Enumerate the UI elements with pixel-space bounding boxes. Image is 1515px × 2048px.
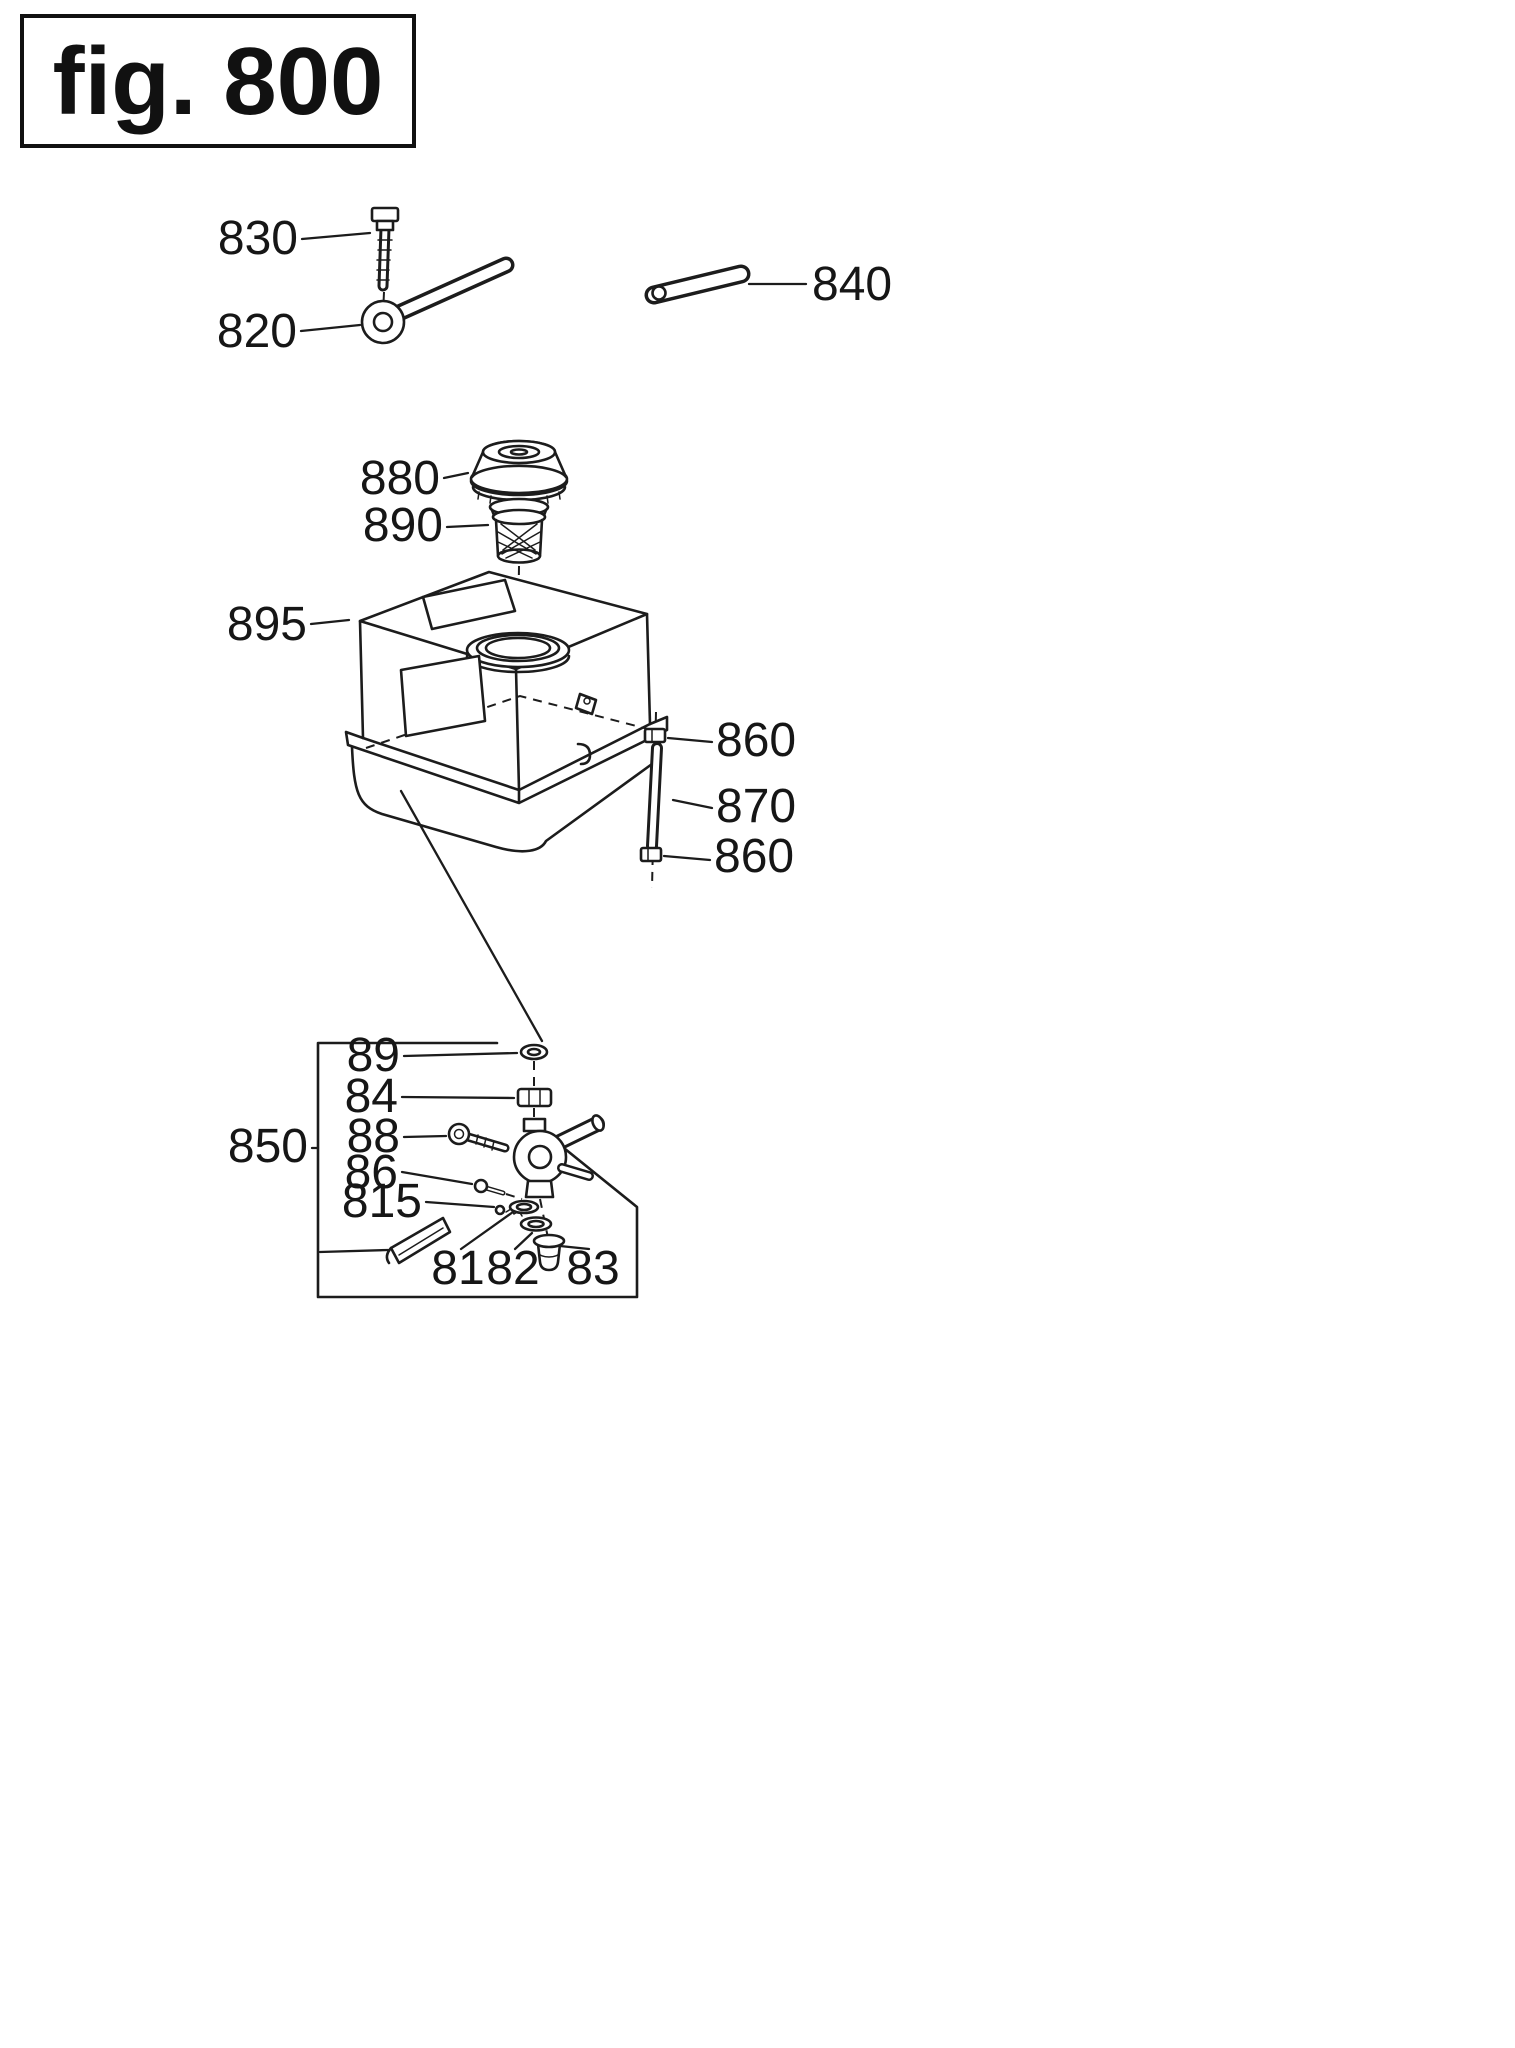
part-callout-815: 815 (342, 1175, 422, 1228)
part-art-890-fuel-strainer (445, 497, 550, 631)
group-850-outline-box (316, 1041, 639, 1299)
tank-to-cock-pointer-line (399, 789, 544, 1043)
part-callout-870: 870 (716, 780, 796, 833)
part-callout-880: 880 (360, 452, 440, 505)
part-callout-860-bottom: 860 (714, 830, 794, 883)
part-callout-83: 83 (566, 1242, 619, 1295)
part-callout-830: 830 (218, 212, 298, 265)
part-callout-86: 86 (345, 1146, 398, 1199)
part-callout-820: 820 (217, 305, 297, 358)
figure-title: fig. 800 (53, 28, 384, 135)
part-art-880-fuel-cap (442, 439, 569, 508)
part-art-840-link (644, 264, 808, 305)
part-art-850-fuel-cock-assembly (310, 1043, 605, 1272)
part-callout-840: 840 (812, 258, 892, 311)
part-callout-860-top: 860 (716, 714, 796, 767)
part-callout-81: 81 (431, 1242, 484, 1295)
part-callout-82: 82 (486, 1242, 539, 1295)
part-art-870-rod-and-nuts (639, 711, 714, 889)
part-callout-850: 850 (228, 1120, 308, 1173)
figure-title-box: fig. 800 (20, 14, 416, 148)
part-callout-88: 88 (347, 1110, 400, 1163)
part-callout-89: 89 (347, 1029, 400, 1082)
part-callout-890: 890 (363, 499, 443, 552)
part-callout-84: 84 (345, 1070, 398, 1123)
part-callout-895: 895 (227, 598, 307, 651)
part-art-830-bolt (300, 206, 400, 315)
part-art-895-fuel-tank (309, 570, 669, 853)
part-art-820-lever (299, 256, 515, 345)
